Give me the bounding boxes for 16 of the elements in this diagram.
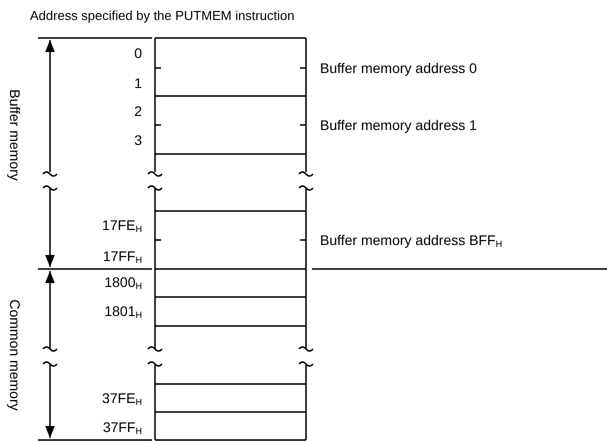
region-label: Buffer memory xyxy=(8,89,22,181)
diagram-title: Address specified by the PUTMEM instruction xyxy=(30,7,294,25)
address-label: 37FF$_{H}$ xyxy=(102,420,142,434)
address-label: 2 xyxy=(134,104,142,118)
description-label: Buffer memory address BFF$_{H}$ xyxy=(320,233,502,247)
description-label: Buffer memory address 1 xyxy=(320,118,477,132)
address-label: 1800$_{H}$ xyxy=(104,275,142,289)
address-label: 17FE$_{H}$ xyxy=(102,218,142,232)
address-label: 1 xyxy=(134,76,142,90)
description-label: Buffer memory address 0 xyxy=(320,61,477,75)
address-label: 37FE$_{H}$ xyxy=(102,391,142,405)
address-label: 1801$_{H}$ xyxy=(104,304,142,318)
address-label: 0 xyxy=(134,46,142,60)
region-label: Common memory xyxy=(8,299,22,411)
address-label: 17FF$_{H}$ xyxy=(102,249,142,263)
address-label: 3 xyxy=(134,133,142,147)
